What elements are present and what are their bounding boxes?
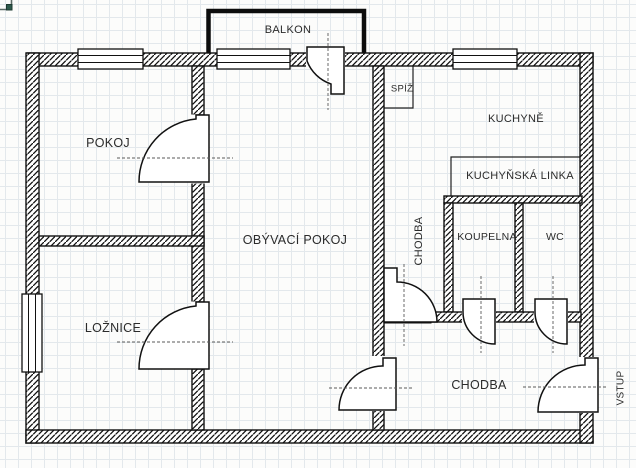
window-kitchen (452, 48, 518, 70)
wall-bathroom-left (443, 202, 454, 313)
wall-livingroom-corridor-lower (372, 409, 385, 431)
door-balcony (306, 46, 345, 95)
wall-right-upper (579, 52, 594, 359)
label-obyvaci-pokoj: OBÝVACÍ POKOJ (243, 232, 347, 247)
label-spiz: SPÍŽ (391, 84, 413, 95)
door-centerlines (117, 33, 608, 389)
label-loznice: LOŽNICE (85, 320, 141, 335)
door-entrance (537, 357, 599, 413)
pantry-outline (384, 66, 414, 109)
door-corridor (383, 267, 438, 323)
label-kuchynska-linka: KUCHYŇSKÁ LINKA (466, 169, 574, 182)
label-wc: WC (546, 231, 564, 243)
door-pokoj (138, 114, 210, 183)
window-living-room (216, 48, 291, 70)
wall-livingroom-corridor-upper (372, 65, 385, 358)
wall-loznice-lower (191, 368, 205, 431)
wall-hall-seg2 (494, 311, 536, 323)
label-koupelna: KOUPELNA (457, 231, 517, 243)
label-pokoj: POKOJ (86, 136, 130, 150)
door-koupelna (462, 298, 496, 345)
wall-bathroom-wc-divider (514, 202, 524, 313)
door-loznice (138, 301, 210, 370)
corner-selection-handle-icon (0, 0, 13, 11)
wall-left (25, 52, 40, 444)
windows (21, 48, 518, 373)
label-kuchyne: KUCHYNĚ (488, 112, 544, 125)
kitchen-counter-outline (450, 156, 581, 196)
door-wc (534, 298, 568, 345)
doors (138, 46, 599, 413)
walls (25, 52, 594, 444)
window-pokoj (77, 48, 144, 70)
label-vstup: VSTUP (616, 371, 627, 406)
label-chodba: CHODBA (451, 378, 507, 392)
label-balkon: BALKON (265, 24, 311, 36)
wall-hall-seg3 (565, 311, 582, 323)
balcony-outline (206, 8, 367, 53)
room-labels: BALKON POKOJ OBÝVACÍ POKOJ LOŽNICE SPÍŽ … (85, 24, 627, 405)
window-loznice (21, 293, 43, 373)
wall-pokoj-loznice-divider (38, 235, 205, 247)
label-chodba-vertical: CHODBA (413, 216, 425, 265)
wall-bathroom-top (443, 195, 583, 204)
wall-pokoj-upper (191, 65, 205, 116)
wall-right-lower (579, 411, 594, 444)
door-living-room (338, 357, 397, 411)
wall-bottom (25, 429, 594, 444)
